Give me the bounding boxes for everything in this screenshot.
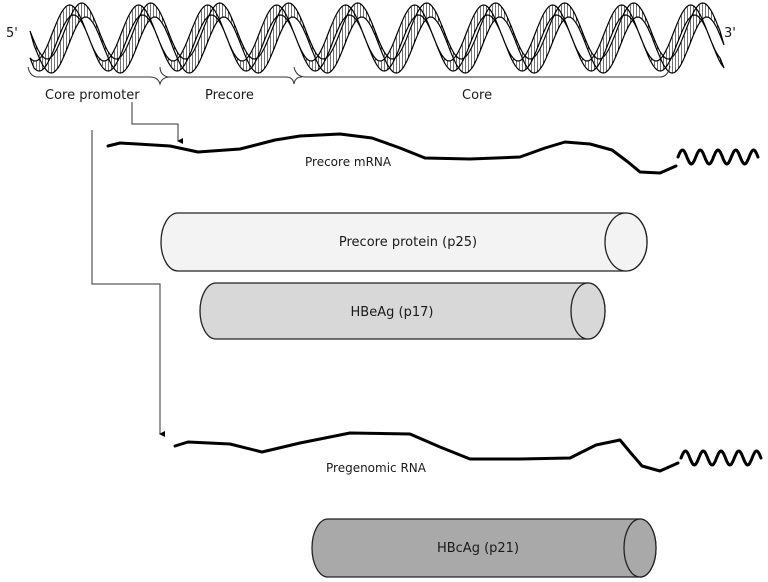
pregenomic-rna-label: Pregenomic RNA bbox=[326, 461, 427, 475]
pregenomic-rna-polya-tail bbox=[679, 449, 763, 467]
precore-protein-cylinder bbox=[160, 212, 648, 272]
hbeag-label: HBeAg (p17) bbox=[351, 305, 434, 320]
precore-mrna-label: Precore mRNA bbox=[305, 155, 392, 169]
region-braces bbox=[27, 65, 671, 86]
precore-mrna bbox=[106, 132, 760, 175]
hbcag-label: HBcAg (p21) bbox=[437, 541, 519, 556]
core-label: Core bbox=[462, 88, 492, 103]
pregenomic-rna bbox=[173, 431, 763, 473]
five-prime-end-label: 5' bbox=[6, 26, 18, 41]
hbeag-end-cap bbox=[570, 282, 606, 340]
precore-mrna-strand bbox=[106, 132, 678, 175]
core-promoter-label: Core promoter bbox=[45, 88, 140, 103]
precore-protein-label: Precore protein (p25) bbox=[339, 235, 477, 250]
precore-mrna-polya-tail bbox=[676, 148, 760, 166]
arrow-to-precore-mrna bbox=[131, 102, 183, 144]
helix-front-strand bbox=[29, 2, 725, 74]
core-promoter-brace bbox=[27, 66, 286, 86]
arrow-to-pregenomic-rna bbox=[91, 130, 165, 437]
core-brace bbox=[293, 65, 671, 78]
hbeag-cylinder bbox=[199, 282, 606, 340]
three-prime-end-label: 3' bbox=[724, 26, 736, 41]
precore-protein-end-cap bbox=[604, 212, 648, 272]
dna-helix bbox=[29, 2, 725, 74]
precore-label: Precore bbox=[205, 88, 254, 103]
hbcag-cylinder bbox=[311, 518, 657, 578]
precore-brace bbox=[159, 66, 303, 85]
helix-back-strand bbox=[29, 4, 725, 72]
pregenomic-rna-strand bbox=[173, 431, 680, 473]
hbcag-end-cap bbox=[623, 518, 657, 578]
